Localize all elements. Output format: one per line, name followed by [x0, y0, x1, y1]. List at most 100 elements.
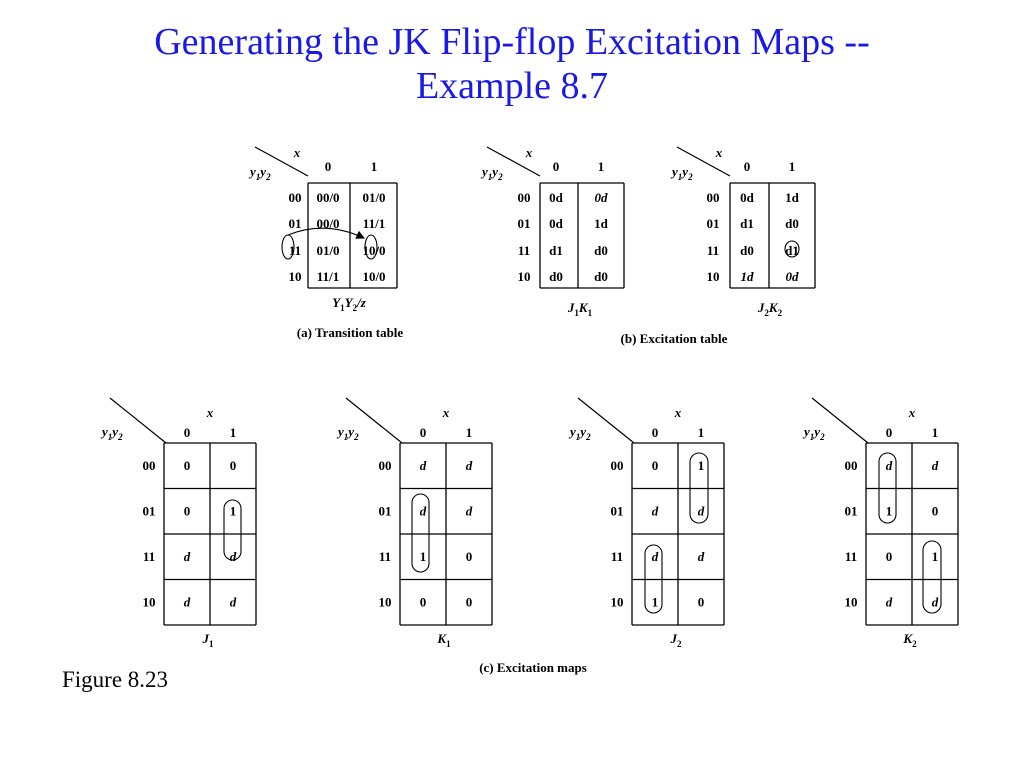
row-var-label: y1y2 [336, 424, 359, 442]
caption-Y1: Y [332, 295, 341, 310]
row-label: 10 [143, 594, 156, 609]
map-cell: d [466, 503, 473, 518]
table-cell: d0 [594, 269, 608, 284]
col-header: 1 [789, 159, 796, 174]
var-y1: y [480, 164, 488, 179]
caption-K: K [578, 300, 589, 315]
map-cell: 0 [652, 458, 659, 473]
table-cell: 0d [740, 190, 755, 205]
table-cell: 00/0 [316, 190, 339, 205]
row-label: 01 [289, 216, 302, 231]
sub-2: 2 [585, 432, 591, 442]
col-header: 0 [886, 425, 893, 440]
var-x-label: x [908, 405, 916, 420]
sub-2: 2 [117, 432, 123, 442]
table-cell: 0d [786, 269, 800, 284]
table-cell: 0d [549, 216, 564, 231]
map-cell: 0 [184, 503, 191, 518]
table-cell: 10/0 [362, 243, 385, 258]
sub-1: 1 [810, 432, 815, 442]
table-cell: 10/0 [362, 269, 385, 284]
map-cell: 0 [698, 594, 705, 609]
map-cell: d [652, 503, 659, 518]
caption-J: J [567, 300, 575, 315]
table-cell: 0d [549, 190, 564, 205]
sub-2: 2 [819, 432, 825, 442]
highlight-circle-d1 [784, 240, 800, 258]
grouping-loop-k2-lower [922, 540, 942, 614]
caption-K: K [768, 300, 779, 315]
row-label: 11 [143, 549, 155, 564]
row-var-label: y1y2 [100, 424, 123, 442]
map-cell: 0 [466, 594, 473, 609]
var-y1: y [248, 164, 256, 179]
table-cell: 1d [785, 190, 800, 205]
row-label: 01 [845, 503, 858, 518]
table-caption: J2K2 [757, 300, 783, 318]
grouping-loop-j1 [223, 499, 242, 561]
var-x-label: x [674, 405, 682, 420]
var-y2: y [812, 424, 820, 439]
caption-J: J [757, 300, 765, 315]
row-label: 00 [379, 458, 392, 473]
var-y1: y [336, 424, 344, 439]
table-cell: d1 [549, 243, 563, 258]
grouping-loop-k1 [411, 493, 430, 573]
var-y2: y [490, 164, 498, 179]
map-cell: d [652, 549, 659, 564]
map-cell: 0 [420, 594, 427, 609]
map-label-letter: J [202, 631, 210, 646]
sub-1: 1 [108, 432, 113, 442]
var-y1: y [568, 424, 576, 439]
caption-sub-1: 1 [340, 303, 345, 313]
sub-2: 2 [353, 432, 359, 442]
col-header: 0 [184, 425, 191, 440]
map-label-sub: 1 [209, 639, 214, 649]
row-label: 11 [289, 243, 301, 258]
row-var-label: y1y2 [480, 164, 503, 182]
col-header: 0 [325, 159, 332, 174]
map-cell: 0 [230, 458, 237, 473]
map-diagonal [109, 397, 167, 444]
row-label: 01 [518, 216, 531, 231]
map-diagonal [811, 397, 869, 444]
row-var-label: y1y2 [568, 424, 591, 442]
row-label: 10 [379, 594, 392, 609]
table-cell: d0 [549, 269, 563, 284]
corner-diagonal [254, 146, 309, 177]
var-x-label: x [715, 145, 723, 160]
map-label-sub: 1 [446, 639, 451, 649]
map-cell: d [932, 458, 939, 473]
row-var-label: y1y2 [670, 164, 693, 182]
caption-sub: 2 [778, 308, 783, 318]
table-cell: 1d [741, 269, 755, 284]
map-cell: 1 [230, 503, 237, 518]
map-cell: d [184, 549, 191, 564]
map-cell: d [184, 594, 191, 609]
slide-title-line-2: Example 8.7 [415, 65, 609, 107]
var-x-label: x [442, 405, 450, 420]
var-y2: y [110, 424, 118, 439]
excitation-maps-caption: (c) Excitation maps [479, 660, 587, 675]
map-cell: 1 [652, 594, 659, 609]
table-cell: 01/0 [362, 190, 385, 205]
row-label: 11 [379, 549, 391, 564]
table-cell: d0 [594, 243, 608, 258]
caption-sub: 1 [588, 308, 593, 318]
var-y1: y [670, 164, 678, 179]
col-header: 1 [932, 425, 939, 440]
col-header: 0 [744, 159, 751, 174]
corner-diagonal [486, 146, 541, 177]
row-label: 10 [518, 269, 531, 284]
row-label: 10 [845, 594, 858, 609]
col-header: 0 [420, 425, 427, 440]
row-label: 11 [611, 549, 623, 564]
col-header: 1 [466, 425, 473, 440]
map-label: K1 [436, 631, 451, 649]
sub-1: 1 [576, 432, 581, 442]
